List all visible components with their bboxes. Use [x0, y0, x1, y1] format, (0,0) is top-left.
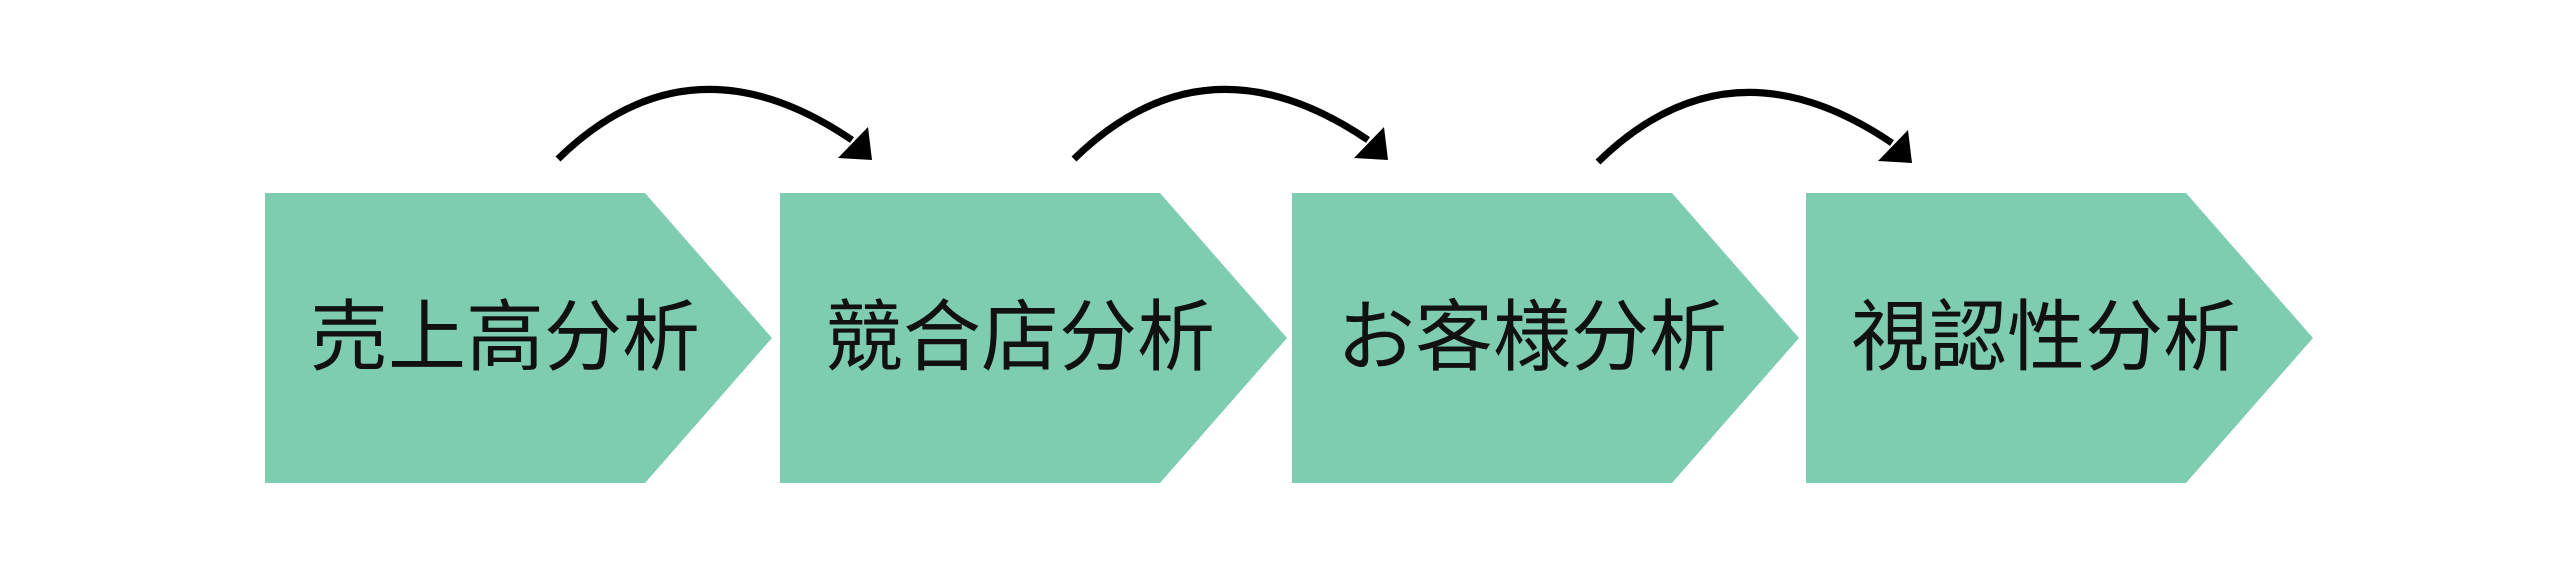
step-4-chevron	[1806, 193, 2313, 483]
step-4: 視認性分析	[1806, 193, 2313, 483]
step-3: お客様分析	[1292, 193, 1799, 483]
step-4-label: 視認性分析	[1851, 293, 2241, 383]
flow-arrow-1	[555, 85, 872, 162]
step-3-label: お客様分析	[1337, 293, 1727, 383]
flow-arrow-1-head-icon	[838, 127, 872, 160]
step-1-chevron	[265, 193, 772, 483]
flow-arrow-2	[1071, 85, 1388, 162]
flow-arrow-2-head-icon	[1354, 127, 1388, 160]
flow-arrow-3-curve	[1595, 88, 1894, 165]
step-2: 競合店分析	[780, 193, 1287, 483]
step-1: 売上高分析	[265, 193, 772, 483]
flow-arrow-2-curve	[1071, 85, 1370, 162]
step-2-label: 競合店分析	[825, 293, 1215, 383]
flow-arrow-3-head-icon	[1878, 130, 1912, 163]
flow-arrow-1-curve	[555, 85, 854, 162]
step-1-label: 売上高分析	[310, 293, 700, 383]
step-3-chevron	[1292, 193, 1799, 483]
flow-arrow-3	[1595, 88, 1912, 165]
step-2-chevron	[780, 193, 1287, 483]
